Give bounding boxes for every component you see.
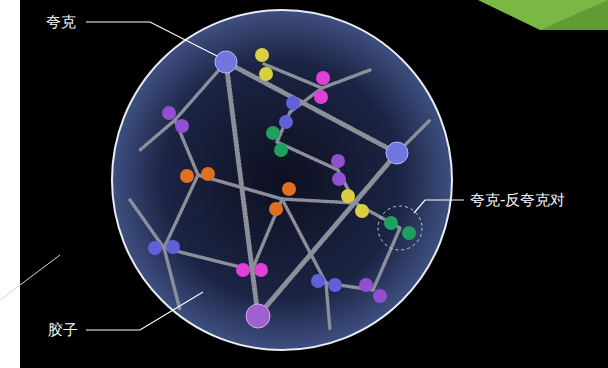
hadron-circle <box>112 10 452 350</box>
callout-label: 胶子 <box>48 321 78 339</box>
green-decoration <box>478 0 608 30</box>
leader-lines <box>86 22 464 330</box>
callout-label: 夸克-反夸克对 <box>470 191 565 209</box>
green-decoration <box>540 0 608 30</box>
quark-antiquark-pairs <box>148 48 416 303</box>
dark-ground <box>20 0 608 368</box>
slide-line <box>0 255 60 300</box>
callout-label: 夸克 <box>46 13 76 31</box>
pair-highlight <box>378 206 422 250</box>
valence-quarks <box>215 51 408 328</box>
gluon-lines <box>130 62 430 330</box>
